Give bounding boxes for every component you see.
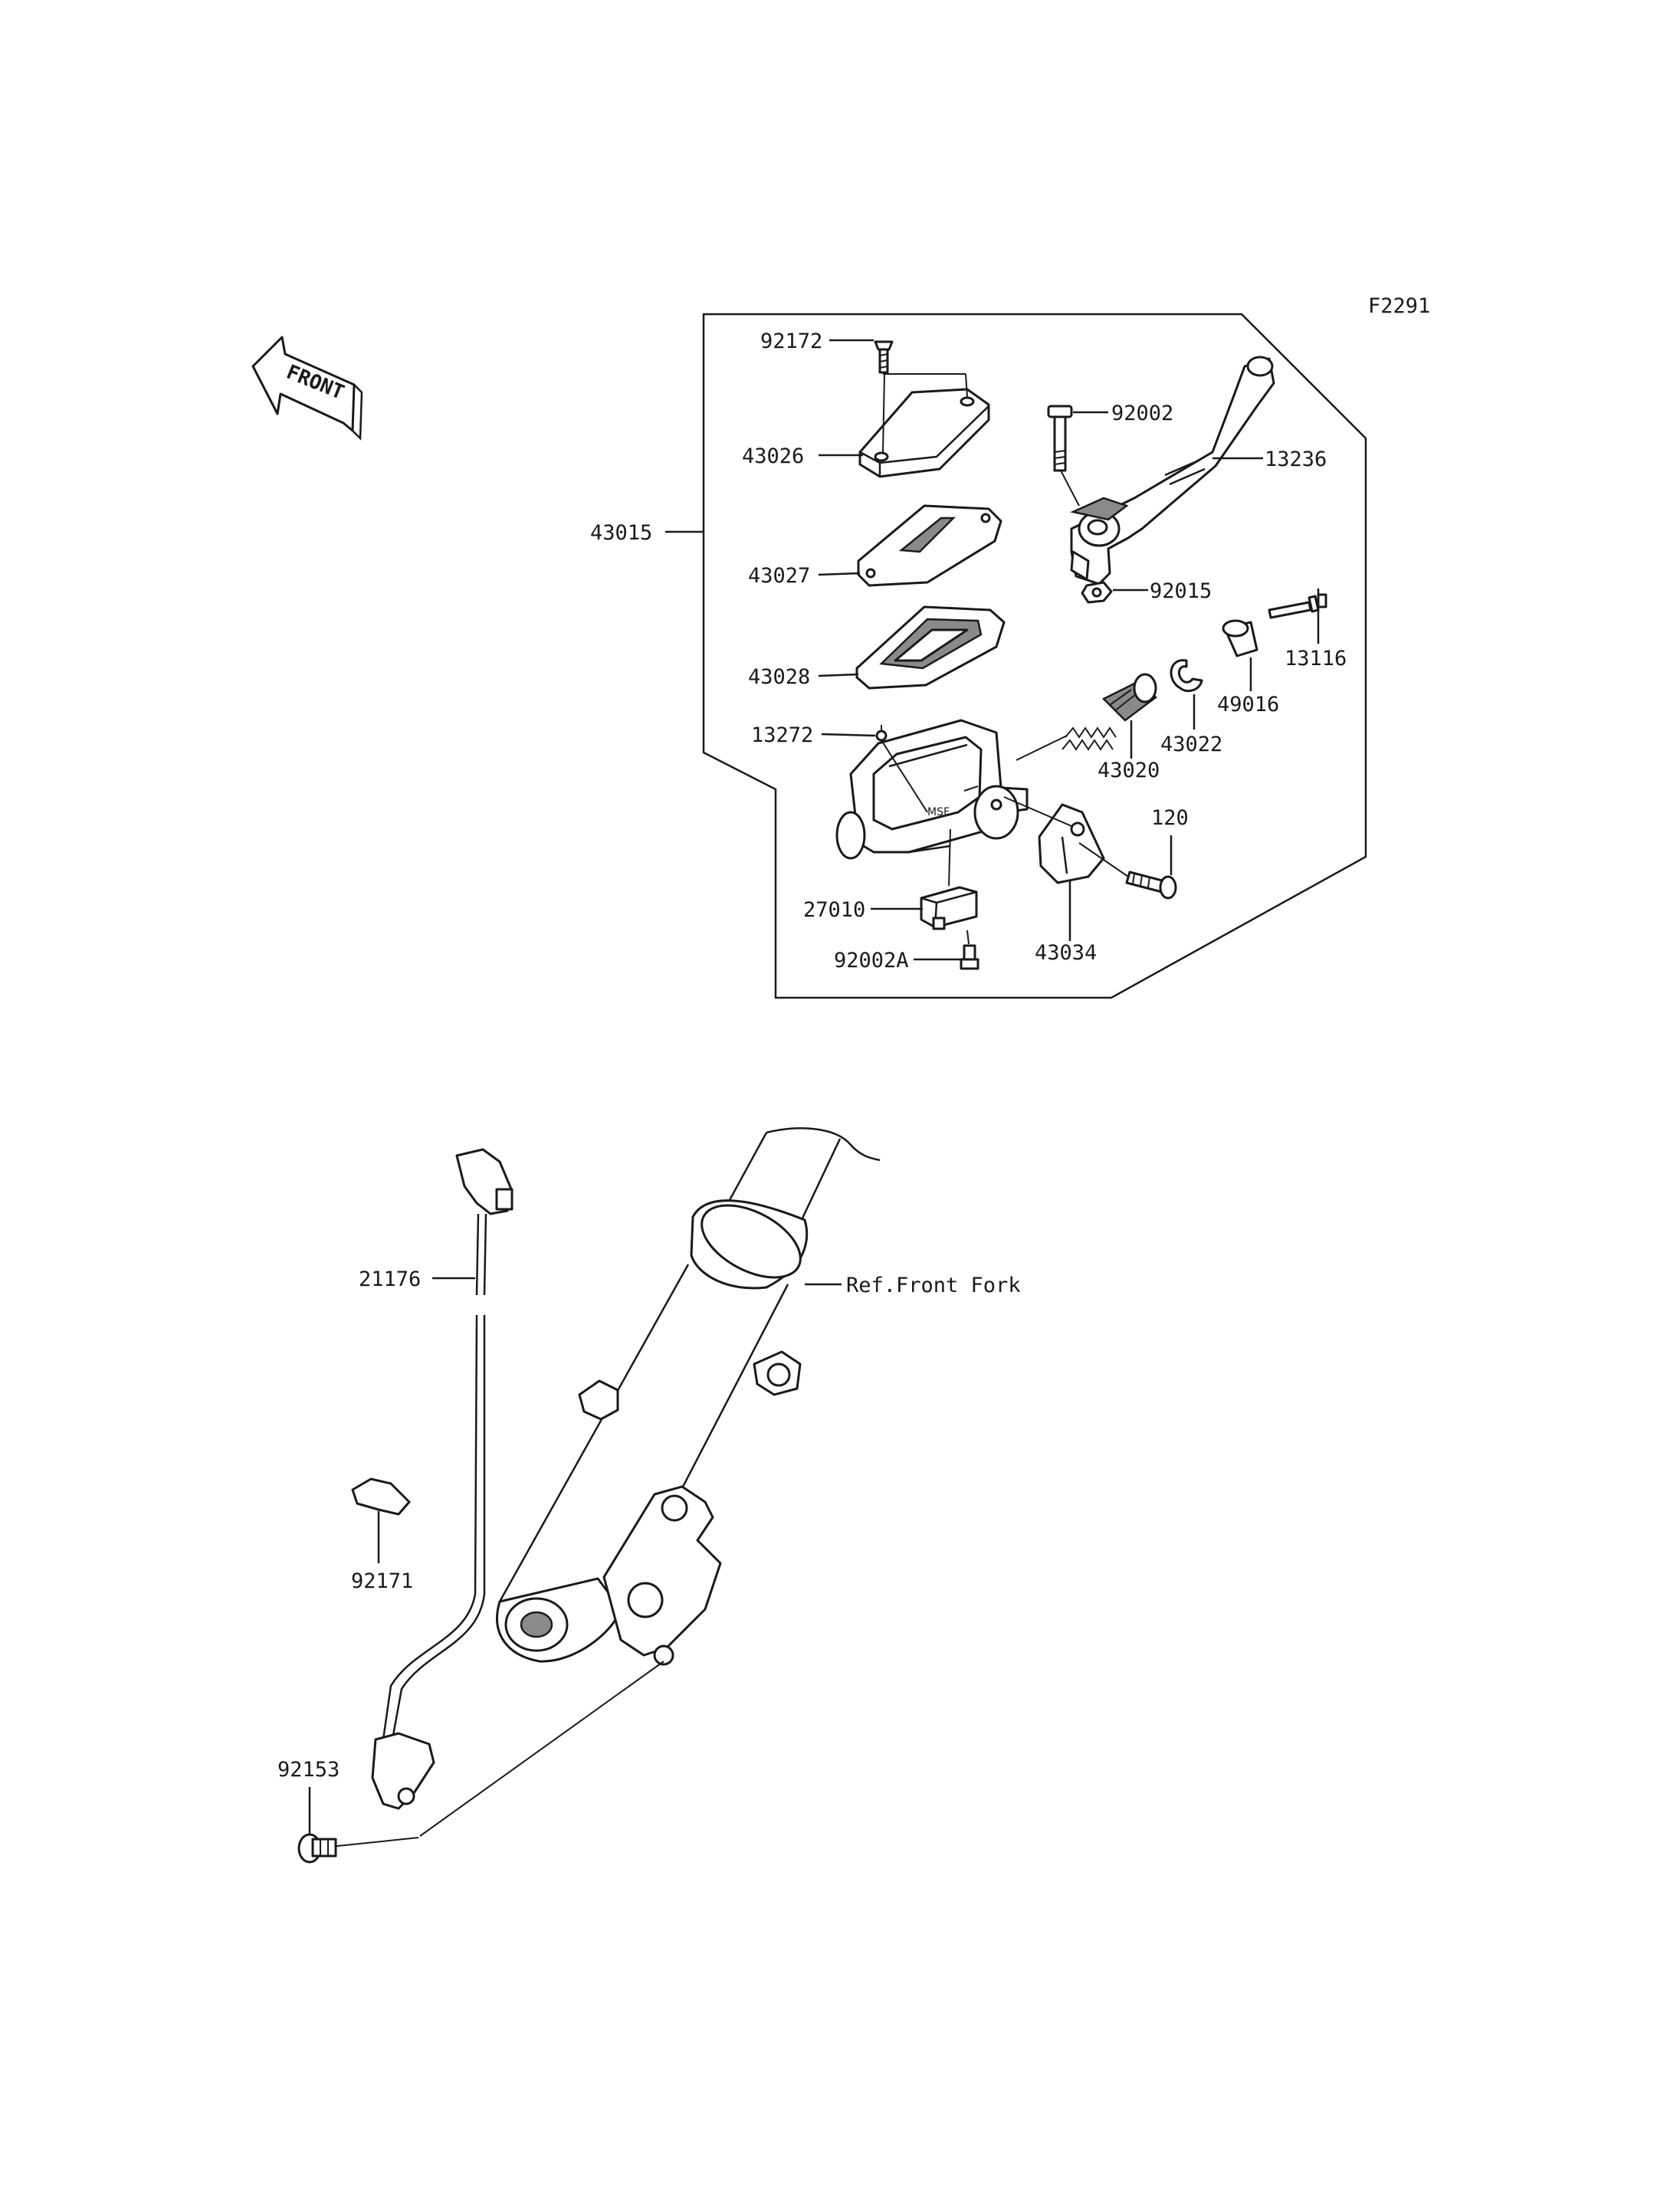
label-21176: 21176 xyxy=(359,1267,421,1291)
screw-92002A xyxy=(960,944,979,970)
front-fork xyxy=(496,1127,881,1666)
reference-front-fork: Ref.Front Fork xyxy=(846,1274,1021,1297)
label-43027: 43027 xyxy=(748,564,810,588)
label-92015: 92015 xyxy=(1150,579,1212,603)
label-92153: 92153 xyxy=(277,1758,340,1782)
circlip-43022 xyxy=(1170,659,1203,693)
bolt-120 xyxy=(1125,871,1177,900)
diaphragm-43028 xyxy=(855,605,1006,690)
diaphragm-plate-43027 xyxy=(857,504,1002,587)
label-49016: 49016 xyxy=(1217,693,1279,716)
master-cylinder-body: MSF xyxy=(835,719,1029,860)
bolt-92153 xyxy=(297,1833,337,1864)
label-13272: 13272 xyxy=(751,723,813,747)
clamp-92171 xyxy=(351,1477,411,1516)
brake-switch-27010 xyxy=(920,886,978,930)
label-27010: 27010 xyxy=(803,898,865,922)
figure-code: F2291 xyxy=(1368,294,1430,318)
clamp-holder-43034 xyxy=(1038,803,1105,884)
label-43022: 43022 xyxy=(1160,733,1222,756)
label-92172: 92172 xyxy=(760,330,822,353)
label-43015: 43015 xyxy=(590,521,652,545)
reservoir-cover-43026 xyxy=(858,373,990,478)
bleeder-13272 xyxy=(875,725,888,742)
bolt-92002 xyxy=(1047,405,1073,472)
nut-92015 xyxy=(1081,581,1113,604)
svg-text:MSF: MSF xyxy=(927,806,950,818)
label-13116: 13116 xyxy=(1285,647,1347,671)
label-92171: 92171 xyxy=(351,1569,413,1593)
label-120: 120 xyxy=(1151,806,1189,830)
label-43026: 43026 xyxy=(742,444,804,468)
label-92002: 92002 xyxy=(1111,402,1173,425)
piston-43020 xyxy=(1061,673,1157,751)
abs-sensor-21176 xyxy=(371,1148,514,1810)
label-43020: 43020 xyxy=(1098,759,1160,782)
brake-lever-13236 xyxy=(1070,356,1275,585)
screw-92172 xyxy=(874,340,894,374)
label-13236: 13236 xyxy=(1265,448,1327,471)
boot-49016 xyxy=(1222,619,1258,657)
front-arrow-icon: FRONT xyxy=(251,336,363,441)
label-92002A: 92002A xyxy=(834,949,909,972)
assembly-outline xyxy=(702,313,1367,999)
label-43034: 43034 xyxy=(1035,941,1097,965)
push-rod-13116 xyxy=(1268,593,1327,619)
label-43028: 43028 xyxy=(748,665,810,689)
